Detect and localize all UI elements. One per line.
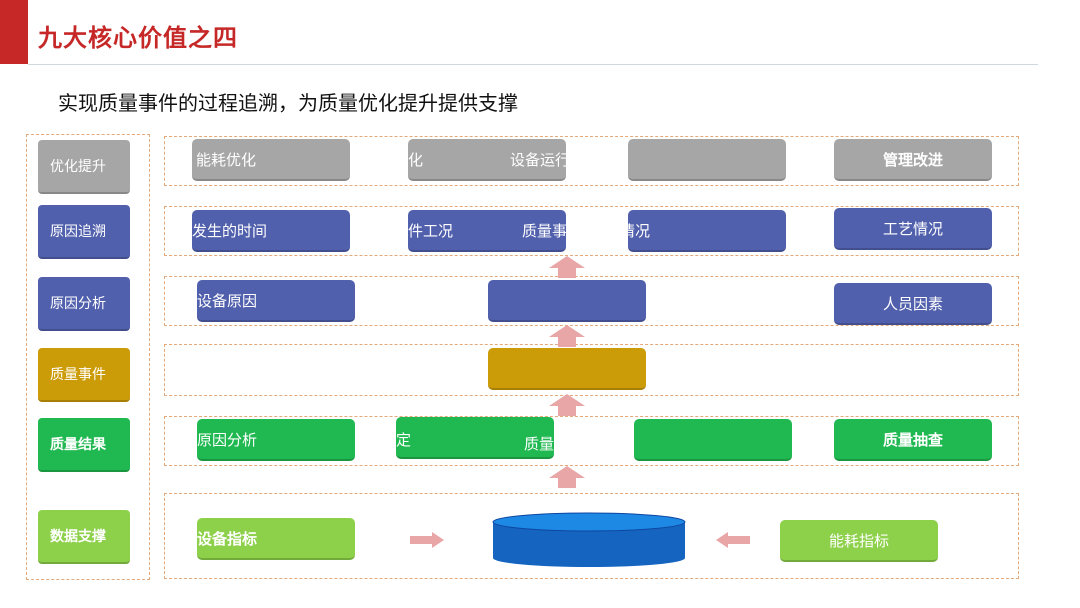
analysis-box-2 [488, 280, 646, 322]
trace-box-1-label: 发生的时间 [192, 221, 268, 240]
up-arrow-icon [549, 325, 585, 347]
left-arrow-icon [716, 532, 750, 548]
result-box-2-label: 质量 [524, 435, 554, 453]
category-data-support: 数据支撑 [38, 510, 130, 564]
database-icon [492, 512, 686, 567]
trace-box-2: 件工况 质量事 [408, 210, 566, 252]
analysis-box-3: 人员因素 [834, 283, 992, 325]
data-box-1: 设备指标 [197, 518, 355, 560]
category-cause-analysis: 原因分析 [38, 277, 130, 331]
analysis-box-3-label: 人员因素 [882, 294, 943, 313]
optimize-box-2-fragment: 化 [408, 150, 424, 169]
right-arrow-icon [410, 532, 444, 548]
page-title: 九大核心价值之四 [38, 24, 238, 52]
row-frame-optimize [164, 136, 1019, 186]
trace-box-3-label: 情况 [628, 221, 651, 240]
row-frame-trace [164, 206, 1019, 256]
category-optimize: 优化提升 [38, 140, 130, 194]
trace-box-4-label: 工艺情况 [882, 219, 943, 238]
data-box-2-label: 能耗指标 [828, 531, 889, 550]
optimize-box-4: 管理改进 [834, 139, 992, 181]
result-box-1: 原因分析 [197, 419, 355, 461]
trace-box-2-label: 件工况 [408, 221, 454, 240]
row-frame-event [164, 344, 1019, 396]
event-box [488, 348, 646, 390]
trace-box-4: 工艺情况 [834, 208, 992, 250]
data-box-2: 能耗指标 [780, 520, 938, 562]
row-frame-result [164, 416, 1019, 466]
result-box-4: 质量抽查 [834, 419, 992, 461]
data-box-1-label: 设备指标 [197, 529, 258, 548]
analysis-box-1: 设备原因 [197, 280, 355, 322]
category-quality-result: 质量结果 [38, 418, 130, 472]
title-accent-bar [0, 0, 28, 64]
result-box-3 [634, 419, 792, 461]
up-arrow-icon [549, 256, 585, 278]
title-divider [28, 64, 1038, 65]
left-category-frame [26, 134, 150, 580]
result-box-4-label: 质量抽查 [882, 430, 943, 449]
page-subtitle: 实现质量事件的过程追溯，为质量优化提升提供支撑 [58, 91, 518, 115]
optimize-box-1: 能耗优化 [192, 139, 350, 181]
category-quality-event: 质量事件 [38, 348, 130, 402]
optimize-box-2: 化 设备运行 [408, 139, 566, 181]
row-frame-data [164, 493, 1019, 579]
result-box-2-fragment-b: 定 [396, 431, 412, 449]
up-arrow-icon [549, 466, 585, 488]
optimize-box-2-label: 设备运行 [510, 150, 566, 169]
up-arrow-icon [549, 394, 585, 416]
trace-box-3: 情况 [628, 210, 786, 252]
optimize-box-1-label: 能耗优化 [196, 150, 257, 169]
result-box-2: 找 定 质量 [396, 417, 554, 459]
analysis-box-1-label: 设备原因 [197, 291, 258, 310]
optimize-box-3 [628, 139, 786, 181]
trace-box-2-fragment: 质量事 [522, 221, 566, 240]
result-box-1-label: 原因分析 [197, 430, 258, 449]
trace-box-1: 发生的时间 [192, 210, 350, 252]
optimize-box-4-label: 管理改进 [882, 150, 943, 169]
category-cause-trace: 原因追溯 [38, 205, 130, 259]
row-frame-analysis [164, 276, 1019, 326]
